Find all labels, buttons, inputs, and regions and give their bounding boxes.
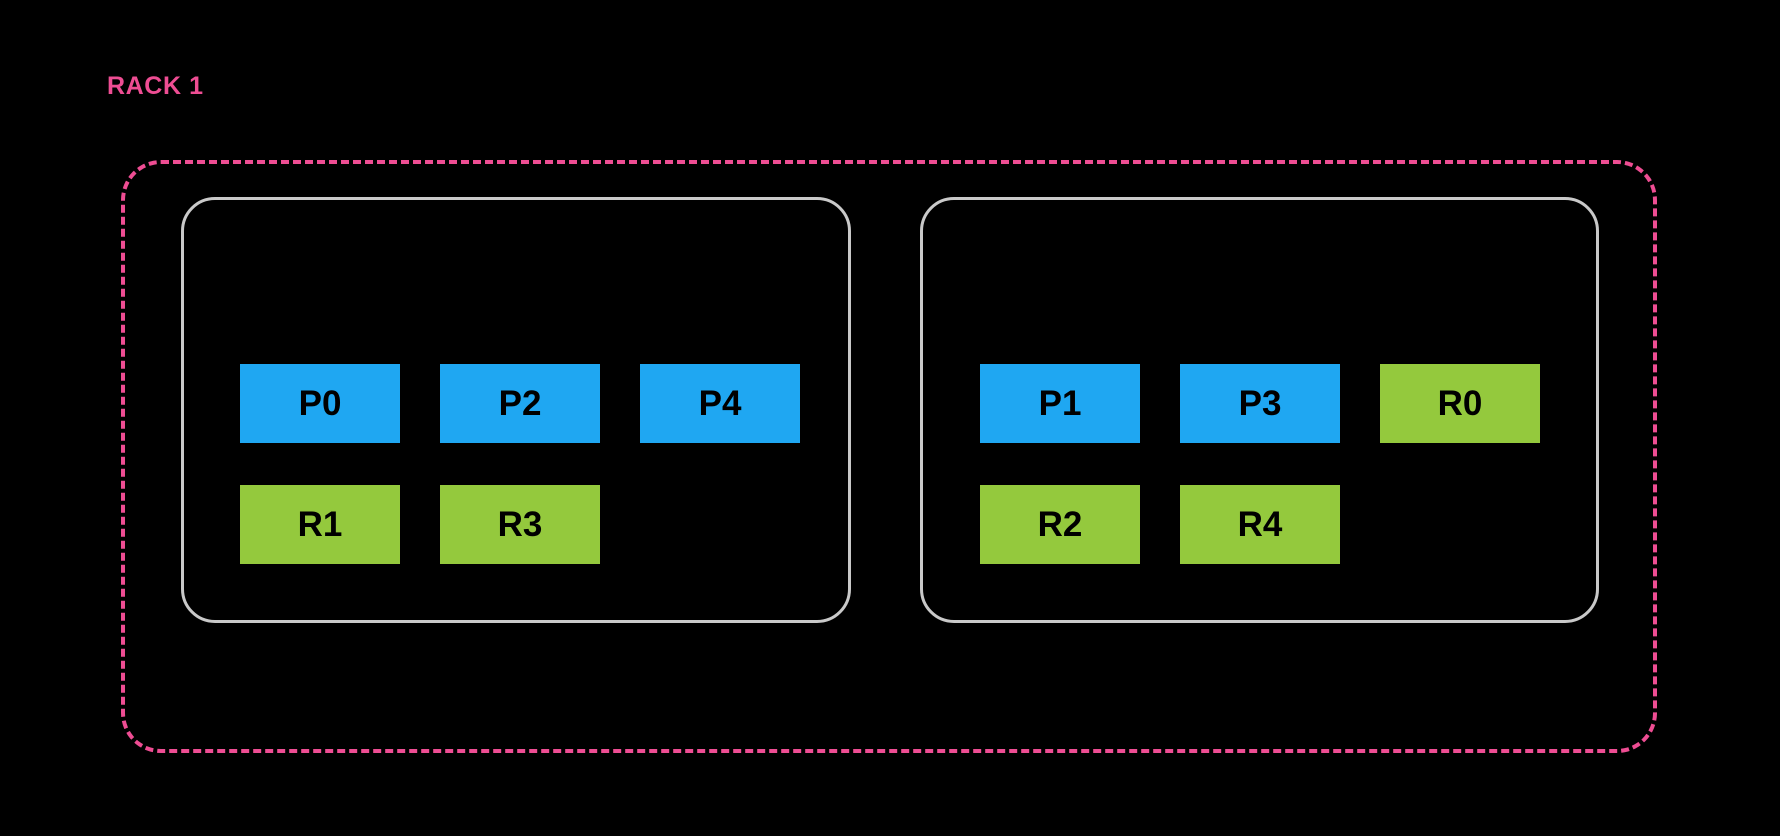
rack-boundary (121, 160, 1657, 753)
shard-p1[interactable]: P1 (980, 364, 1140, 443)
rack-label: RACK 1 (107, 72, 204, 100)
shard-r2[interactable]: R2 (980, 485, 1140, 564)
shard-p2[interactable]: P2 (440, 364, 600, 443)
shard-p0[interactable]: P0 (240, 364, 400, 443)
shard-r4[interactable]: R4 (1180, 485, 1340, 564)
shard-p3[interactable]: P3 (1180, 364, 1340, 443)
node-right (920, 197, 1599, 623)
shard-r1[interactable]: R1 (240, 485, 400, 564)
shard-r0[interactable]: R0 (1380, 364, 1540, 443)
shard-r3[interactable]: R3 (440, 485, 600, 564)
shard-p4[interactable]: P4 (640, 364, 800, 443)
node-left (181, 197, 851, 623)
